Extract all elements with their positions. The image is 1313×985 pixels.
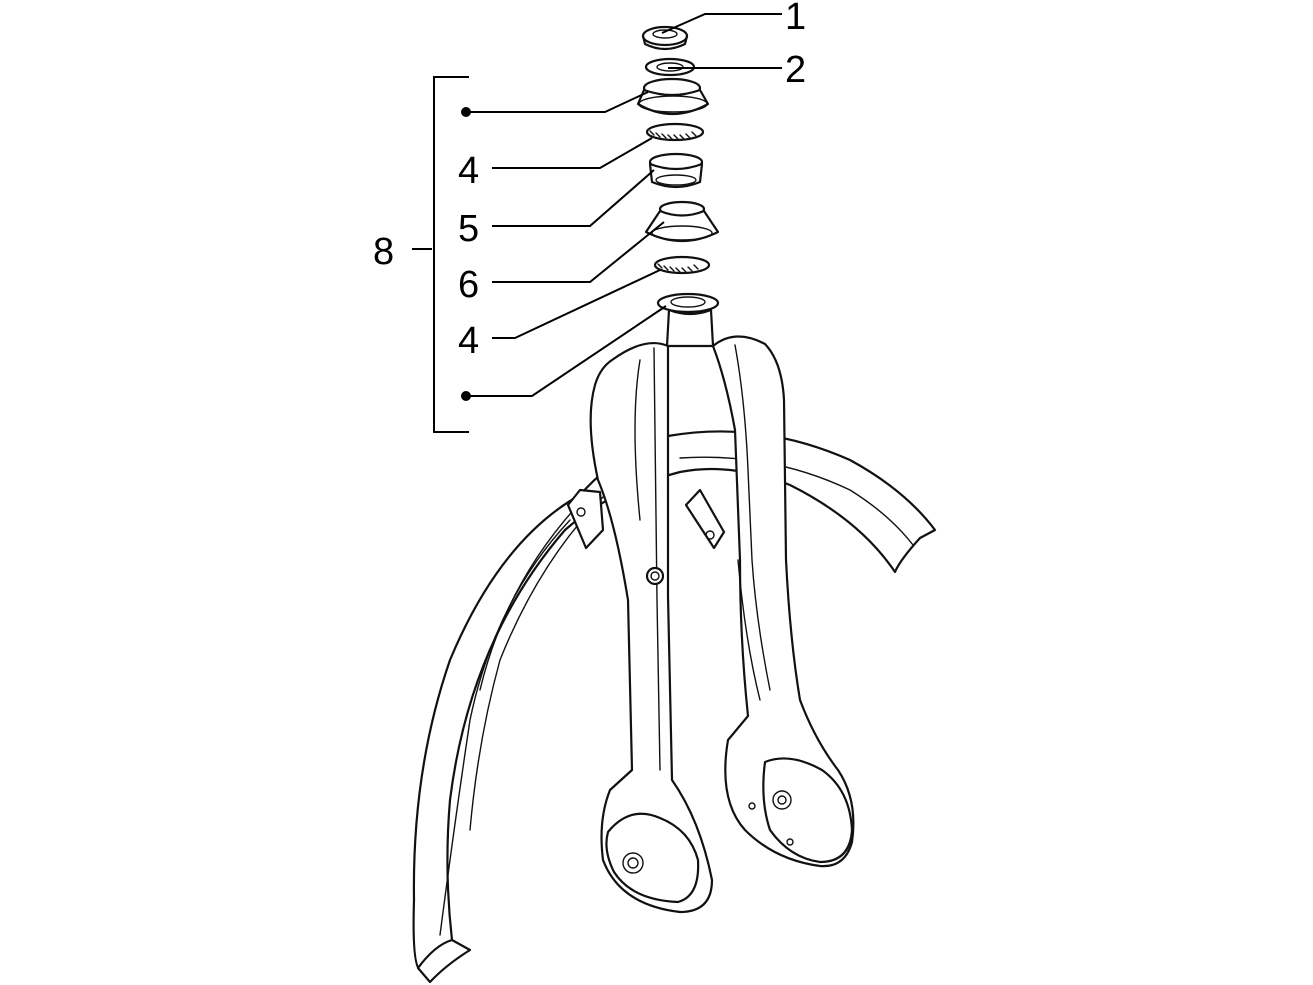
- fork-right-leg: [711, 335, 855, 868]
- callout-number-2: 2: [785, 49, 806, 91]
- front-fender: [412, 430, 937, 984]
- dot-bullet-icon: [461, 391, 471, 401]
- part-upper-cup: [636, 77, 710, 115]
- callout-number-5: 5: [458, 208, 479, 250]
- part-top-nut: [641, 25, 689, 51]
- steering-tube: [665, 308, 715, 348]
- leader-lines: [412, 13, 782, 433]
- callout-number-8: 8: [373, 231, 394, 273]
- part-lower-cup: [644, 200, 720, 242]
- fork-left-leg: [589, 342, 714, 914]
- steering-stack: [636, 25, 720, 348]
- part-upper-bearing: [645, 122, 705, 142]
- dot-bullet-icon: [461, 107, 471, 117]
- part-lower-cone: [656, 292, 720, 314]
- callout-number-4-upper: 4: [458, 150, 479, 192]
- part-upper-cone: [648, 152, 704, 189]
- part-lower-bearing: [653, 255, 711, 275]
- callout-number-1: 1: [785, 0, 806, 38]
- callout-number-6: 6: [458, 264, 479, 306]
- callout-number-4-lower: 4: [458, 320, 479, 362]
